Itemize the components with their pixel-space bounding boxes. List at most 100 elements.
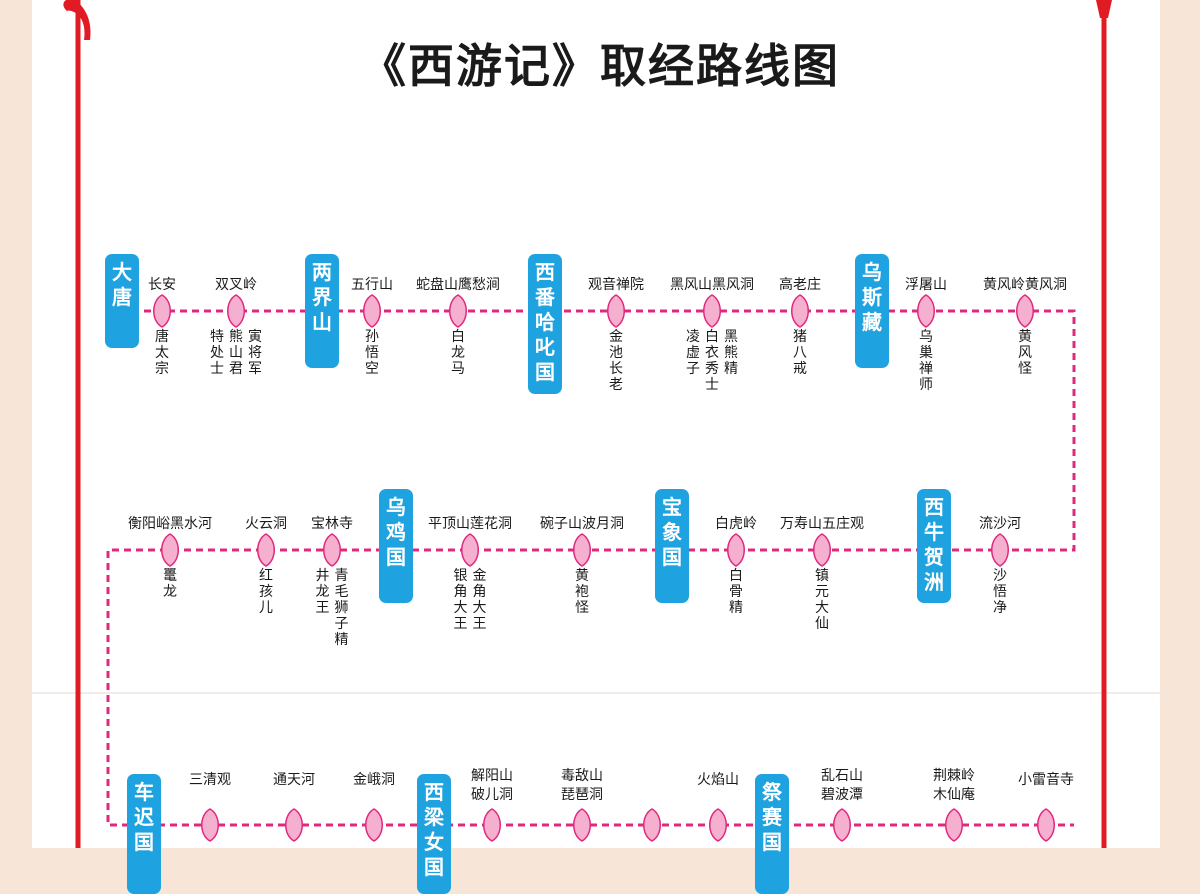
route-node (153, 294, 171, 328)
stop-label: 金峨洞 (353, 771, 395, 790)
nation-char: 西 (924, 495, 944, 519)
nation-char: 车 (134, 780, 154, 804)
stop-label: 碗子山波月洞 (540, 515, 624, 534)
route-line (106, 309, 1076, 827)
route-node (1016, 294, 1034, 328)
stop-label-line: 高老庄 (779, 277, 821, 293)
stop-people: 白骨精 (728, 568, 744, 616)
person-name: 金池长老 (609, 329, 623, 393)
route-node (323, 533, 341, 567)
person-name: 金角大王 (472, 568, 487, 632)
nation-badge: 宝象国 (655, 489, 689, 603)
route-node (365, 808, 383, 842)
person-name: 寅将军 (248, 329, 262, 377)
nation-char: 梁 (424, 805, 444, 829)
stop-label: 黄风岭黄风洞 (983, 276, 1067, 295)
stop-people: 黑熊精白衣秀士凌虚子 (685, 329, 739, 393)
stop-label-line: 衡阳峪黑水河 (128, 516, 212, 532)
stop-label-line: 破儿洞 (471, 787, 513, 803)
stop-label-line: 毒敌山 (561, 768, 603, 784)
person-name: 银角大王 (453, 568, 468, 632)
nation-char: 叱 (535, 335, 555, 359)
stop-label: 五行山 (351, 276, 393, 295)
stop-label: 荆棘岭木仙庵 (933, 767, 975, 805)
stop-label-line: 白虎岭 (715, 516, 757, 532)
route-node (945, 808, 963, 842)
nation-char: 祭 (762, 780, 782, 804)
person-name: 乌巢禅师 (919, 329, 933, 393)
frame-corner-ornament-right (1096, 0, 1112, 18)
stop-label: 火焰山 (697, 771, 739, 790)
route-node (363, 294, 381, 328)
nation-char: 乌 (862, 260, 882, 284)
stop-people: 寅将军熊山君特处士 (209, 329, 263, 377)
nation-char: 国 (535, 360, 555, 384)
route-node (227, 294, 245, 328)
nation-badge: 乌斯藏 (855, 254, 889, 368)
person-name: 熊山君 (229, 329, 243, 377)
nation-char: 山 (312, 310, 332, 334)
nation-char: 西 (424, 780, 444, 804)
person-name: 鼍龙 (163, 568, 177, 600)
stop-people: 青毛狮子精井龙王 (315, 568, 350, 648)
route-nodes (153, 294, 1055, 842)
stop-people: 黄袍怪 (574, 568, 590, 616)
stop-label-line: 火焰山 (697, 772, 739, 788)
stop-label-line: 木仙庵 (933, 787, 975, 803)
route-node (257, 533, 275, 567)
person-name: 黑熊精 (724, 329, 738, 377)
nation-badge: 车迟国 (127, 774, 161, 894)
route-node (483, 808, 501, 842)
stop-label-line: 观音禅院 (588, 277, 644, 293)
person-name: 孙悟空 (365, 329, 379, 377)
stop-label-line: 五行山 (351, 277, 393, 293)
stop-label: 万寿山五庄观 (780, 515, 864, 534)
stop-label-line: 琵琶洞 (561, 787, 603, 803)
route-node (285, 808, 303, 842)
person-name: 白衣秀士 (705, 329, 719, 393)
stop-label: 流沙河 (979, 515, 1021, 534)
nation-badge: 乌鸡国 (379, 489, 413, 603)
nation-badge: 西番哈叱国 (528, 254, 562, 394)
stop-label: 白虎岭 (715, 515, 757, 534)
route-path (106, 309, 1076, 827)
nation-char: 番 (535, 285, 555, 309)
nation-char: 女 (424, 830, 444, 854)
stop-label-line: 解阳山 (471, 768, 513, 784)
route-node (573, 533, 591, 567)
nation-badge: 西梁女国 (417, 774, 451, 894)
route-node (461, 533, 479, 567)
nation-char: 乌 (386, 495, 406, 519)
nation-badge: 两界山 (305, 254, 339, 368)
person-name: 白龙马 (451, 329, 465, 377)
nation-char: 赛 (762, 805, 782, 829)
nation-char: 牛 (924, 520, 944, 544)
person-name: 沙悟净 (993, 568, 1007, 616)
stop-label: 宝林寺 (311, 515, 353, 534)
stop-label-line: 万寿山五庄观 (780, 516, 864, 532)
stop-people: 红孩儿 (258, 568, 274, 616)
nation-badge: 祭赛国 (755, 774, 789, 894)
stop-people: 白龙马 (450, 329, 466, 377)
stop-label: 毒敌山琵琶洞 (561, 767, 603, 805)
nation-char: 国 (386, 545, 406, 569)
stop-label-line: 长安 (148, 277, 176, 293)
stop-label: 乱石山碧波潭 (821, 767, 863, 805)
stop-people: 黄风怪 (1017, 329, 1033, 377)
stop-people: 乌巢禅师 (918, 329, 934, 393)
stop-people: 猪八戒 (792, 329, 808, 377)
nation-char: 象 (662, 520, 682, 544)
route-node (833, 808, 851, 842)
stop-label-line: 宝林寺 (311, 516, 353, 532)
person-name: 镇元大仙 (815, 568, 829, 632)
route-node (573, 808, 591, 842)
stop-label-line: 荆棘岭 (933, 768, 975, 784)
stop-label-line: 通天河 (273, 772, 315, 788)
stop-label-line: 黄风岭黄风洞 (983, 277, 1067, 293)
route-node (201, 808, 219, 842)
route-node (703, 294, 721, 328)
nation-char: 鸡 (386, 520, 406, 544)
person-name: 青毛狮子精 (334, 568, 349, 648)
person-name: 黄袍怪 (575, 568, 589, 616)
nation-char: 洲 (924, 570, 944, 594)
